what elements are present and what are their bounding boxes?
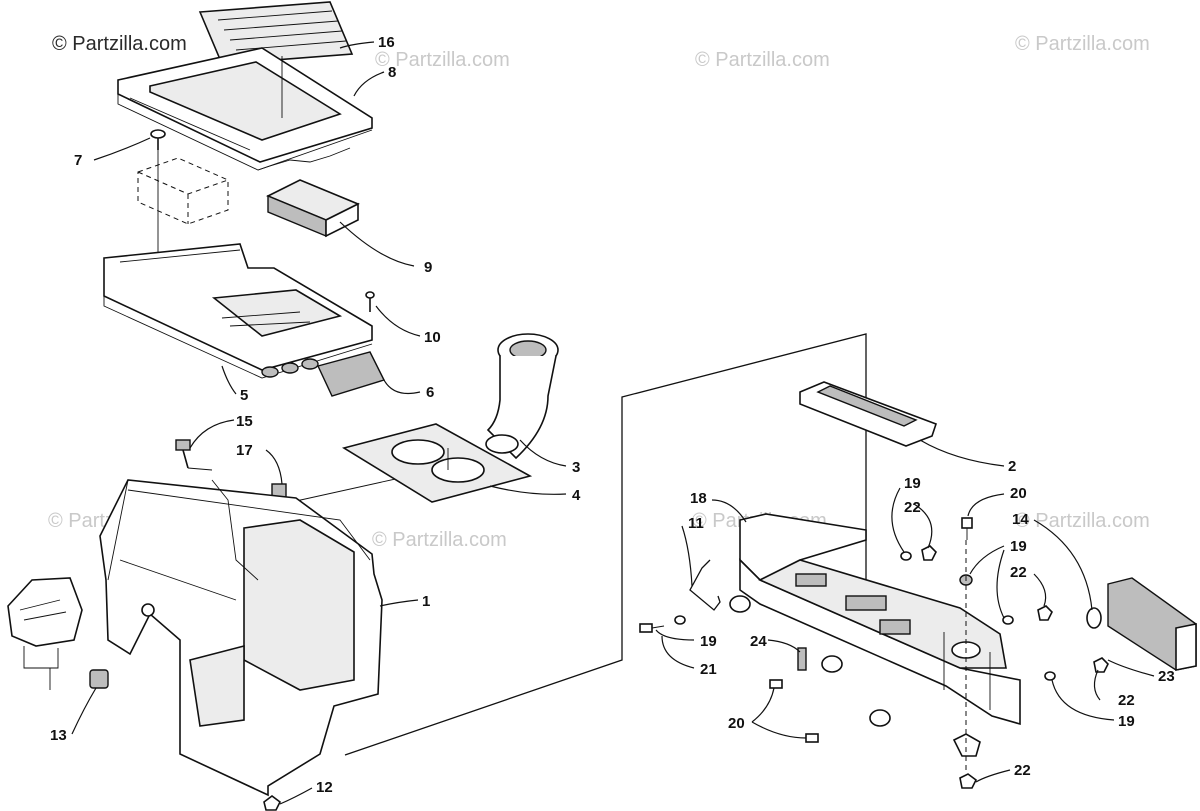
callout-22-b: 22 [1010, 564, 1027, 581]
part-11-wire [689, 559, 721, 611]
part-13-switch [89, 669, 109, 689]
part-10-screw [365, 291, 375, 312]
callout-3: 3 [572, 459, 580, 476]
washer-7 [1044, 671, 1056, 681]
left-harness-assembly [7, 577, 83, 690]
star-knob [952, 733, 981, 757]
part-16-label-plate [198, 1, 354, 65]
part-3-elbow-duct [485, 333, 559, 460]
nut-1 [921, 545, 937, 561]
callout-8: 8 [388, 64, 396, 81]
nut-4 [959, 773, 978, 789]
part-15-screw [175, 439, 213, 471]
part-5-tray [103, 243, 373, 379]
callout-13: 13 [50, 727, 67, 744]
callout-7: 7 [74, 152, 82, 169]
callout-19-a: 19 [904, 475, 921, 492]
callout-10: 10 [424, 329, 441, 346]
callout-20-a: 20 [1010, 485, 1027, 502]
bolt-1 [961, 517, 973, 529]
plug-14 [1086, 607, 1102, 629]
part-23-filter [1107, 577, 1197, 671]
callout-21: 21 [700, 661, 717, 678]
callout-1: 1 [422, 593, 430, 610]
part-9-filter-foam [266, 179, 360, 238]
callout-22-d: 22 [1014, 762, 1031, 779]
part-4-gasket-plate [341, 423, 533, 503]
part-7-screw [150, 129, 166, 270]
callout-6: 6 [426, 384, 434, 401]
washer-3 [869, 709, 891, 727]
watermark-mid-center: © Partzilla.com [372, 529, 507, 551]
callout-19-d: 19 [1118, 713, 1135, 730]
washer-6 [1002, 615, 1014, 625]
callout-numbers: 16 8 7 9 10 5 6 15 17 3 4 1 13 12 2 18 1… [50, 34, 1175, 796]
callout-9: 9 [424, 259, 432, 276]
part-6-foam-strip [317, 351, 385, 397]
part-24-clip [797, 647, 807, 671]
callout-5: 5 [240, 387, 248, 404]
watermark-top-left: © Partzilla.com [52, 33, 187, 55]
leader-lines [71, 41, 1155, 805]
callout-15: 15 [236, 413, 253, 430]
watermark-top-center: © Partzilla.com [375, 49, 510, 71]
callout-22-c: 22 [1118, 692, 1135, 709]
callout-18: 18 [690, 490, 707, 507]
washer-4 [900, 551, 912, 561]
nut-2 [1037, 605, 1053, 621]
part-12-fastener [263, 795, 282, 811]
callout-23: 23 [1158, 668, 1175, 685]
bolt-21 [639, 623, 653, 633]
hardware-right [639, 517, 1109, 789]
washer-1 [729, 595, 751, 613]
watermark-top-far-right: © Partzilla.com [1015, 33, 1150, 55]
watermark-mid-far-right: © Partzilla.com [1015, 510, 1150, 532]
callout-16: 16 [378, 34, 395, 51]
callout-2: 2 [1008, 458, 1016, 475]
callout-20-b: 20 [728, 715, 745, 732]
part-18-console [739, 513, 1021, 726]
callout-17: 17 [236, 442, 253, 459]
callout-19-c: 19 [700, 633, 717, 650]
callout-11: 11 [688, 515, 704, 532]
dashed-module [137, 157, 229, 225]
part-8-top-cover [117, 47, 373, 171]
part-2-frame [799, 381, 938, 447]
washer-2 [821, 655, 843, 673]
callout-19-b: 19 [1010, 538, 1027, 555]
callout-14: 14 [1012, 511, 1029, 528]
callout-12: 12 [316, 779, 333, 796]
callout-22-a: 22 [904, 499, 921, 516]
part-1-main-box [99, 479, 383, 797]
nut-3 [1093, 657, 1109, 673]
bolt-20a [769, 679, 783, 689]
callout-24: 24 [750, 633, 767, 650]
callout-4: 4 [572, 487, 581, 504]
bolt-20b [805, 733, 819, 743]
washer-8 [674, 615, 686, 625]
watermark-top-right: © Partzilla.com [695, 49, 830, 71]
